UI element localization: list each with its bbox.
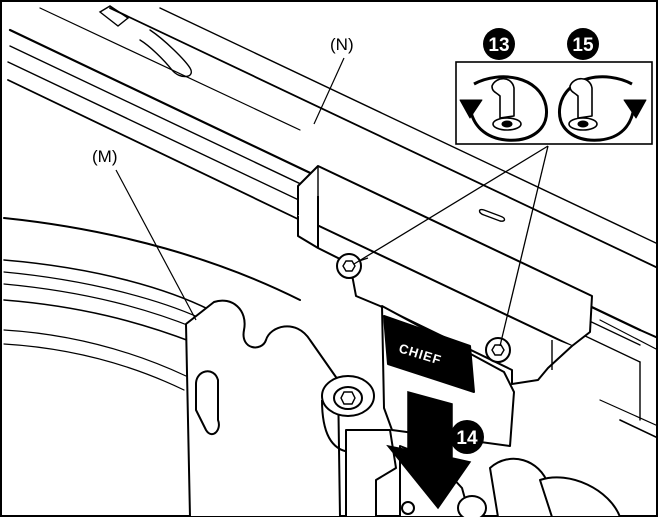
rail-m [3,217,301,391]
label-n-leader [313,57,345,125]
step-14-number: 14 [456,428,478,449]
step-badge-14: 14 [450,420,484,454]
label-m-leader [115,169,197,321]
socket-screw-left [336,253,362,279]
step-13-number: 13 [488,35,509,56]
rail-slot [478,208,506,222]
step-badge-13: 13 [483,28,515,60]
label-m: (M) [92,147,117,166]
callout-leaders [353,145,549,347]
socket-screw-right [485,337,511,363]
pivot-bolt [321,375,375,453]
down-arrow-icon [386,391,472,510]
rotate-counterclockwise-hex-key-icon [459,75,548,142]
side-plate [185,299,341,518]
step-badge-15: 15 [567,28,599,60]
rotate-clockwise-hex-key-icon [558,75,647,142]
step-15-number: 15 [572,35,594,56]
rotation-inset [455,61,653,145]
label-n: (N) [330,35,354,54]
